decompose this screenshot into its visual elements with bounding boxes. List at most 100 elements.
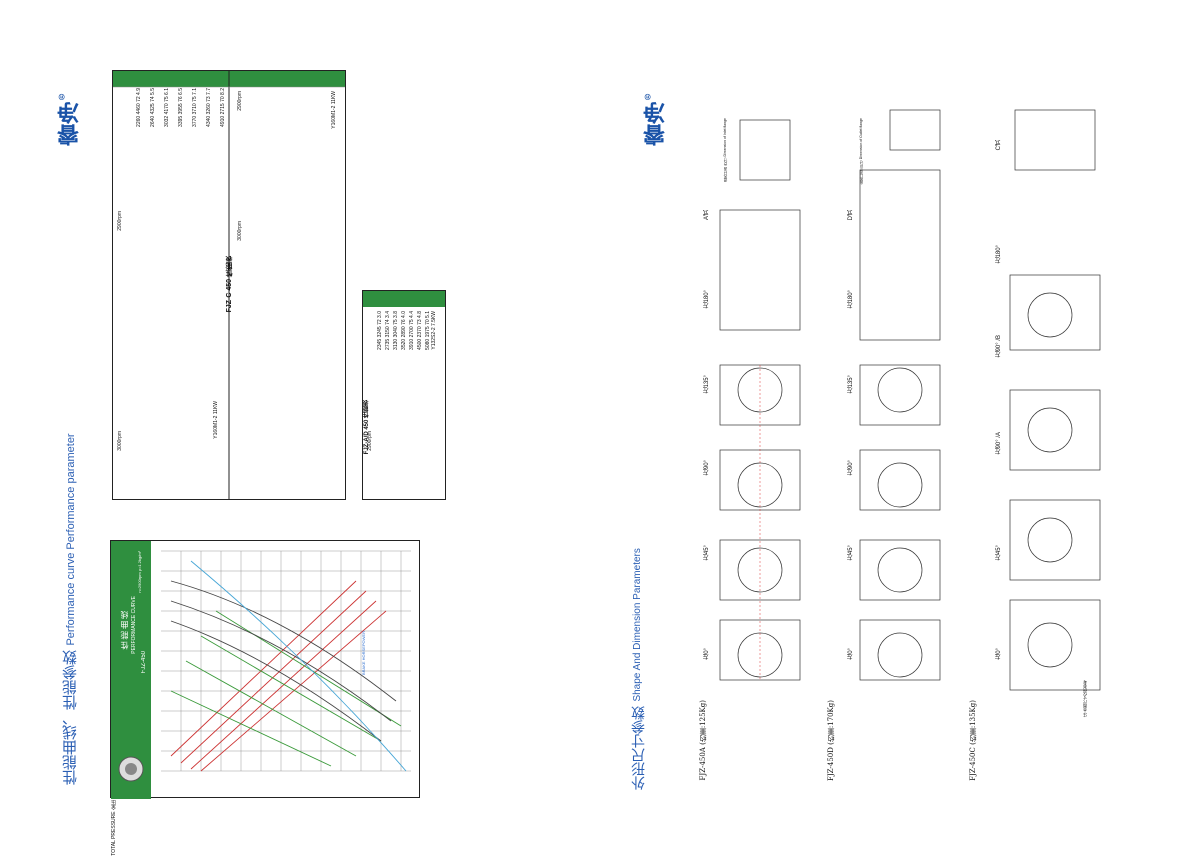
c-r1-power: 4.9 (136, 88, 142, 95)
table-ad-rows: 2345 3245 72 3.0 2735 3150 74 3.4 3130 3… (377, 311, 431, 491)
model-450a-weight: (约重:125Kg) (699, 700, 707, 745)
fan-drawings-c (1009, 109, 1101, 691)
c-r1-pressure: 4460 (136, 103, 142, 115)
c-r7-eff: 70 (220, 96, 226, 102)
ad-r5-power: 4.4 (409, 311, 415, 318)
chart-banner (111, 541, 151, 799)
angle-d-135: 左135° (848, 375, 854, 394)
left-title-en: Performance curve Performance parameter (65, 433, 77, 646)
c-r5-power: 7.1 (192, 88, 198, 95)
angle-d-45: 左45° (848, 545, 854, 561)
c-r4-pressure: 3955 (178, 103, 184, 115)
table-c-450: FJZ-C 450 性能表 3000rpm 2900rpm Y160M1-2 1… (112, 70, 346, 500)
table-c-rpm-3000: 3000rpm (237, 221, 243, 241)
ad-r7-eff: 70 (425, 319, 431, 325)
model-450d-name: FJZ-450D (827, 747, 835, 782)
ad-r6-eff: 73 (417, 319, 423, 325)
table-c-columns: 3000rpm 2900rpm Y160M1-2 11KW (233, 71, 345, 499)
ad-r2-flow: 2735 (385, 338, 391, 350)
model-label-450a: FJZ-450A (约重:125Kg) (698, 700, 708, 780)
chart-banner-cn: 性 能 曲 线 (120, 611, 129, 650)
ad-row-7: 5080 1975 70 5.1 (425, 311, 431, 350)
angle-c-45: 左45° (996, 545, 1002, 561)
ad-row-4: 3520 2890 76 4.0 (401, 311, 407, 350)
registered-mark-right: ® (642, 92, 653, 102)
table-ad-header (363, 291, 445, 307)
fan-hub (125, 763, 137, 775)
c-r3-flow: 3032 (164, 115, 170, 127)
ad-r3-pressure: 3040 (393, 326, 399, 338)
c-r3-eff: 75 (164, 96, 170, 102)
chart-rpm-note: n=2900rpm ρ=1.2kg/m³ (137, 551, 142, 593)
c-r7-flow: 4910 (220, 115, 226, 127)
c-row-7: 4910 2715 70 8.2 (220, 88, 226, 127)
table-ad-450: 2900rpm Y132S2-2 7.5KW 2345 3245 72 3.0 … (362, 290, 446, 500)
c-r6-flow: 4340 (206, 115, 212, 127)
ad-row-6: 4500 2370 73 4.8 (417, 311, 423, 350)
ad-r4-flow: 3520 (401, 338, 407, 350)
right-title-cn: 外形尺寸参数 (630, 706, 646, 790)
ad-r1-pressure: 3245 (377, 326, 383, 338)
angle-a-180: 左180° (704, 290, 710, 309)
c-r2-pressure: 4325 (150, 103, 156, 115)
left-axis-label: TOTAL PRESSURE 全压 (111, 800, 117, 856)
ad-r3-flow: 3130 (393, 338, 399, 350)
inlet-note: 进风口法兰尺寸 Dimension of Inlet flange (723, 118, 727, 182)
left-section-title: 性能曲线、性能参数 Performance curve Performance … (60, 433, 81, 785)
outlet-note: 出风口法兰尺寸 Dimension of Outlet flange (859, 118, 863, 185)
ad-r4-pressure: 2890 (401, 326, 407, 338)
ad-r7-flow: 5080 (425, 338, 431, 350)
ad-r6-pressure: 2370 (417, 326, 423, 338)
brand-name-right: 睿净 (643, 102, 669, 146)
c-row-1: 2260 4460 72 4.9 (136, 88, 142, 127)
ad-r5-pressure: 2700 (409, 326, 415, 338)
angle-c-0: 左0° (996, 648, 1002, 660)
ad-r5-eff: 75 (409, 319, 415, 325)
c-row-2: 2640 4325 74 5.5 (150, 88, 156, 127)
angle-d-type: D式 (848, 210, 854, 221)
c-r2-eff: 74 (150, 96, 156, 102)
table-ad-motor: Y132S2-2 7.5KW (431, 311, 437, 350)
performance-chart-svg (111, 541, 411, 799)
c-r4-power: 6.5 (178, 88, 184, 95)
ad-r2-eff: 74 (385, 319, 391, 325)
c-row-6: 4340 3260 73 7.7 (206, 88, 212, 127)
brand-logo-left: 睿净® (54, 92, 86, 146)
ad-r1-flow: 2345 (377, 338, 383, 350)
ad-r1-power: 3.0 (377, 311, 383, 318)
ad-row-3: 3130 3040 75 3.8 (393, 311, 399, 350)
table-c-rows: 2260 4460 72 4.9 2640 4325 74 5.5 3032 4… (122, 88, 232, 498)
ad-r6-flow: 4500 (417, 338, 423, 350)
ad-r3-power: 3.8 (393, 311, 399, 318)
c-r5-pressure: 3710 (192, 103, 198, 115)
model-label-450d: FJZ-450D (约重:170Kg) (826, 700, 836, 781)
model-450c-weight: (约重:135Kg) (969, 700, 977, 745)
table-c-grid (113, 71, 345, 499)
c-r6-pressure: 3260 (206, 103, 212, 115)
footer-note: 注:本图尺寸仅供参考 (1082, 680, 1087, 718)
right-title-en: Shape And Dimension Parameters (632, 548, 643, 702)
angle-a-0: 左0° (704, 648, 710, 660)
c-r7-pressure: 2715 (220, 103, 226, 115)
model-450c-name: FJZ-450C (969, 747, 977, 781)
angle-a-90: 左90° (704, 460, 710, 476)
c-r1-eff: 72 (136, 96, 142, 102)
angle-c-90a: 左90° /A (996, 432, 1002, 455)
drawings-row-c (990, 100, 1110, 730)
angle-a-45: 左45° (704, 545, 710, 561)
angle-d-180: 左180° (848, 290, 854, 309)
model-450a-name: FJZ-450A (699, 747, 707, 781)
c-row-3: 3032 4170 75 6.1 (164, 88, 170, 127)
performance-chart: 性 能 曲 线 PERFORMANCE CURVE FJZ-450 n=2900… (110, 540, 420, 799)
ad-r2-pressure: 3150 (385, 326, 391, 338)
ad-r6-power: 4.8 (417, 311, 423, 318)
chart-model: FJZ-450 (141, 651, 147, 674)
ad-r7-pressure: 1975 (425, 326, 431, 338)
right-section-title: 外形尺寸参数 Shape And Dimension Parameters (628, 548, 648, 790)
c-r4-flow: 3395 (178, 115, 184, 127)
c-r6-eff: 73 (206, 96, 212, 102)
c-r4-eff: 76 (178, 96, 184, 102)
angle-c-type: C式 (996, 140, 1002, 151)
angle-d-90: 左90° (848, 460, 854, 476)
angle-a-135: 左135° (704, 375, 710, 394)
